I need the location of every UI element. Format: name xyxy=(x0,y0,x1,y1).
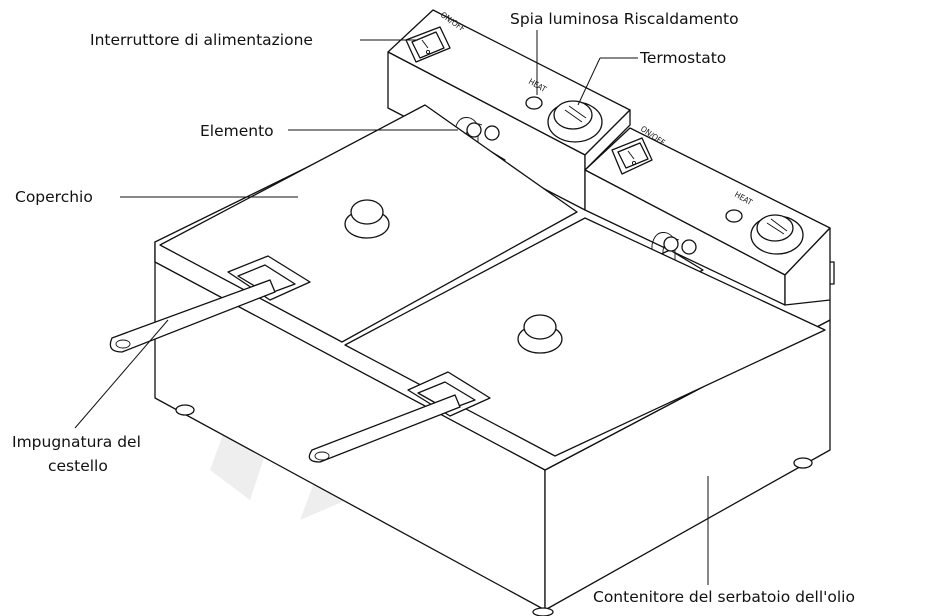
label-heat-light: Spia luminosa Riscaldamento xyxy=(510,10,739,28)
label-thermostat: Termostato xyxy=(639,49,726,67)
thermostat-knob-left[interactable] xyxy=(547,100,603,143)
basket-handle-left[interactable] xyxy=(109,255,311,353)
label-basket-handle-line2: cestello xyxy=(48,457,108,475)
leader-lines xyxy=(74,30,709,585)
label-element: Elemento xyxy=(200,122,274,140)
basket-handle-right[interactable] xyxy=(308,371,491,463)
label-oil-tank: Contenitore del serbatoio dell'olio xyxy=(593,588,855,606)
thermostat-knob-right[interactable] xyxy=(750,214,804,255)
label-basket-handle-line1: Impugnatura del xyxy=(12,433,141,451)
label-lid: Coperchio xyxy=(15,188,93,206)
label-power-switch: Interruttore di alimentazione xyxy=(90,31,313,49)
callouts: Interruttore di alimentazione Spia lumin… xyxy=(12,10,855,606)
